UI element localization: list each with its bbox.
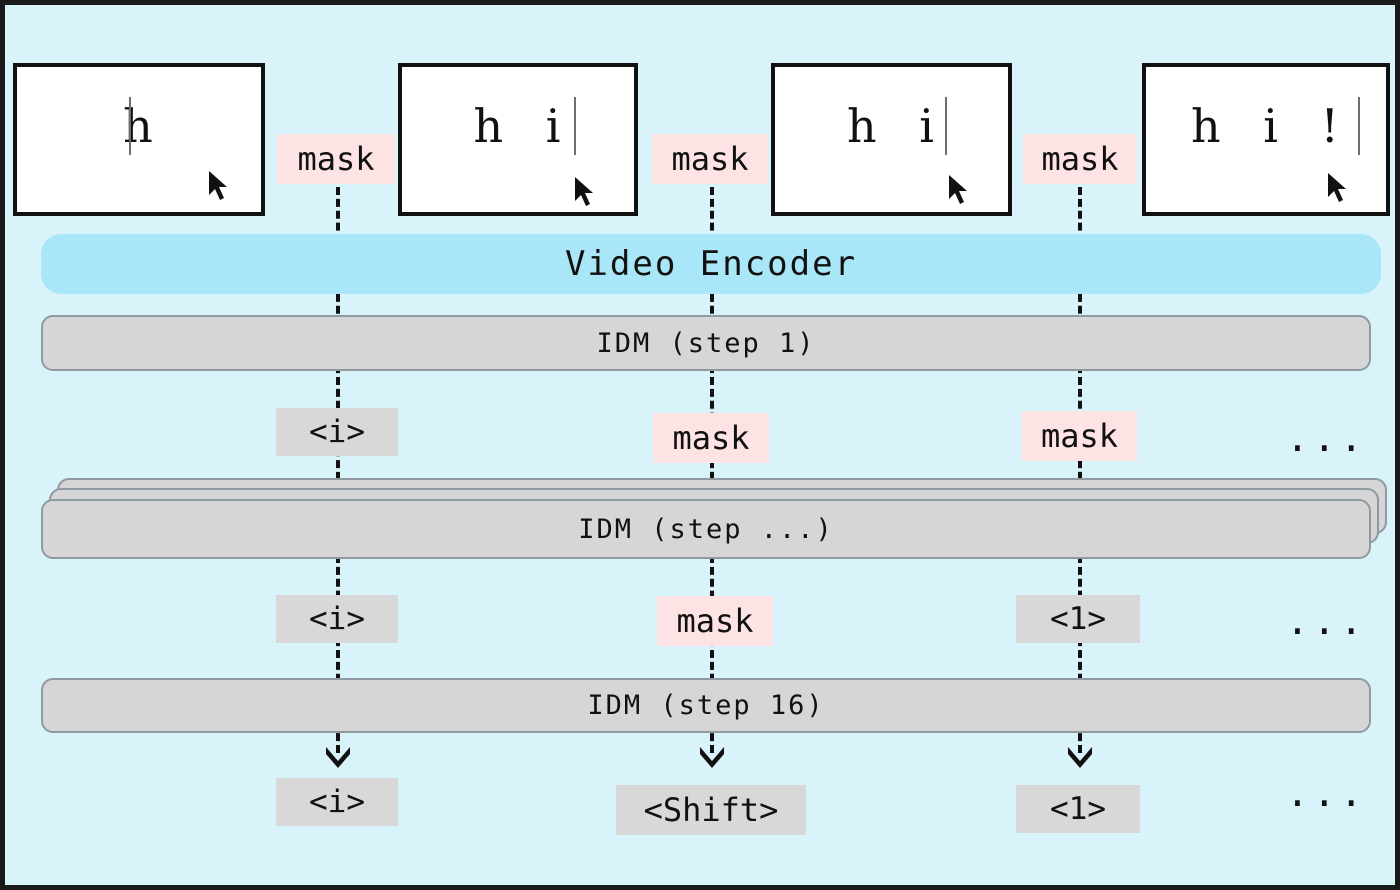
mask-chip-top-1: mask [277,134,395,184]
arrowhead-icon-col-1 [326,747,350,768]
mouse-cursor-icon-1 [209,171,227,200]
connector-line-col-2 [710,187,714,753]
video-encoder-bar: Video Encoder [41,234,1381,294]
mask-chip-r1-c3: mask [1022,411,1137,461]
text-caret-icon-2 [574,97,576,155]
text-caret-icon-1 [129,97,131,155]
token-chip-r2-c3: <1> [1016,595,1140,643]
token-chip-r2-c1: <i> [276,595,398,643]
mouse-cursor-icon-2 [575,177,593,206]
row-ellipsis-1: ... [1286,416,1367,460]
text-caret-icon-3 [945,97,947,155]
token-chip-r3-c2: <Shift> [616,785,806,835]
screenshot-frame-3: h i [771,63,1012,216]
idm-step-dots-bar: IDM (step ...) [41,499,1371,559]
screenshot-frame-1: h [13,63,265,216]
token-chip-r3-c1: <i> [276,778,398,826]
idm-step-1-bar: IDM (step 1) [41,315,1371,371]
screenshot-frame-4: h i ! [1142,63,1390,216]
token-chip-r1-c1: <i> [276,408,398,456]
mask-chip-top-2: mask [652,134,768,184]
connector-line-col-1 [336,187,340,753]
frame-text-4: h i ! [1190,99,1354,153]
mask-chip-top-3: mask [1023,134,1137,184]
idm-step-16-bar: IDM (step 16) [41,678,1371,733]
mask-chip-r1-c2: mask [653,413,769,463]
frame-text-1: h [123,99,167,153]
connector-line-col-3 [1078,187,1082,753]
row-ellipsis-3: ... [1286,771,1367,815]
mouse-cursor-icon-4 [1328,173,1346,202]
frame-text-2: h i [473,99,575,153]
row-ellipsis-2: ... [1286,599,1367,643]
arrowhead-icon-col-2 [700,747,724,768]
token-chip-r3-c3: <1> [1016,785,1140,833]
frame-text-3: h i [847,99,948,153]
mouse-cursor-icon-3 [949,175,967,204]
text-caret-icon-4 [1358,97,1360,155]
arrowhead-icon-col-3 [1068,747,1092,768]
mask-chip-r2-c2: mask [657,596,773,646]
screenshot-frame-2: h i [398,63,638,216]
